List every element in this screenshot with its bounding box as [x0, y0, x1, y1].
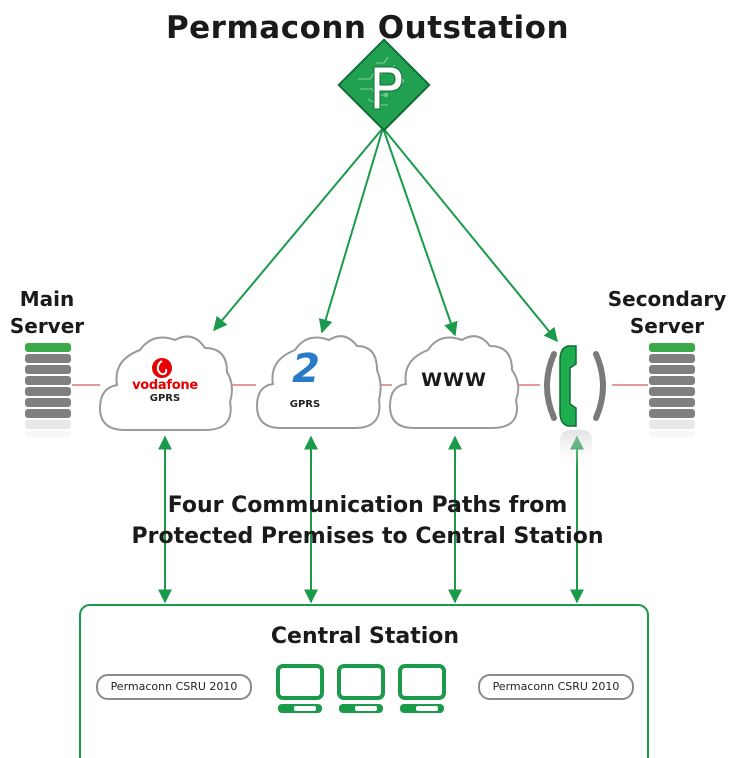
vodafone-service-label: GPRS	[149, 393, 181, 404]
paths-caption: Four Communication Paths from Protected …	[0, 490, 735, 552]
2degrees-brand-label: 2	[292, 346, 320, 392]
workstation-3	[398, 664, 446, 713]
vodafone-cloud-icon	[98, 335, 233, 431]
main-server-label-line1: Main	[19, 287, 75, 311]
main-server-label: Main Server	[8, 286, 86, 340]
secondary-server-label-line1: Secondary	[607, 287, 727, 311]
www-cloud-icon	[388, 335, 520, 429]
main-server-label-line2: Server	[9, 314, 85, 338]
outstation-arrows	[213, 127, 558, 343]
main-server-rack-icon	[25, 343, 71, 437]
secondary-server-label: Secondary Server	[606, 286, 728, 340]
right-receiver-badge: Permaconn CSRU 2010	[478, 674, 634, 700]
diagram-title: Permaconn Outstation	[165, 10, 570, 46]
permaconn-logo-icon	[337, 38, 431, 132]
2degrees-service-label: GPRS	[289, 399, 321, 410]
workstation-1	[276, 664, 324, 713]
monitor-icon	[398, 664, 446, 700]
central-station-title: Central Station	[270, 624, 460, 649]
paths-caption-line2: Protected Premises to Central Station	[131, 524, 604, 549]
telephone-handset-icon	[544, 345, 606, 470]
left-receiver-badge: Permaconn CSRU 2010	[96, 674, 252, 700]
2degrees-cloud-icon	[255, 335, 382, 429]
vodafone-brand-label: vodafone	[132, 378, 198, 393]
secondary-server-label-line2: Server	[629, 314, 705, 338]
arrow-to-phone	[382, 127, 558, 343]
arrow-to-vodafone	[213, 127, 384, 332]
central-station-box	[79, 604, 649, 758]
arrow-to-2degrees	[318, 127, 384, 334]
monitor-icon	[276, 664, 324, 700]
www-label: WWW	[421, 369, 487, 391]
workstation-2	[337, 664, 385, 713]
monitor-icon	[337, 664, 385, 700]
paths-caption-line1: Four Communication Paths from	[167, 493, 568, 518]
secondary-server-rack-icon	[649, 343, 695, 437]
arrow-to-www	[382, 127, 458, 337]
